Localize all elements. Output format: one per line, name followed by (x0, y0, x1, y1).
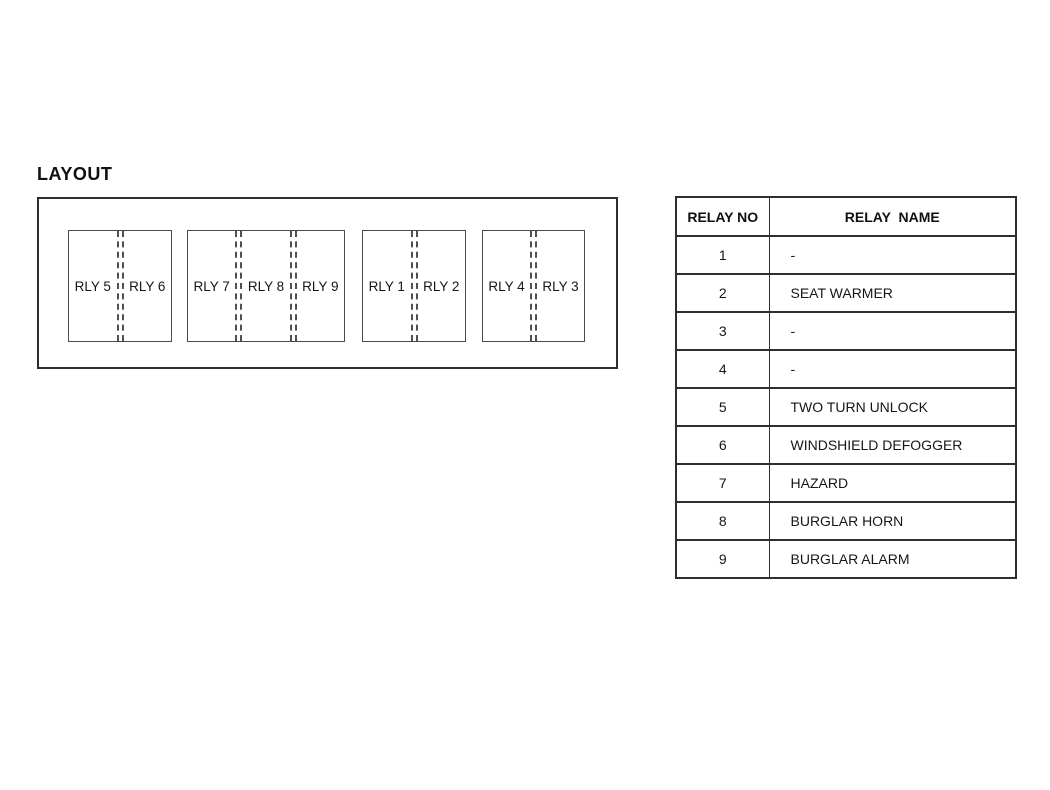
relay-layout-box: RLY 5 RLY 6 RLY 7 RLY 8 RLY 9 RLY 1 RLY … (37, 197, 618, 369)
relay-no-cell: 9 (675, 539, 770, 579)
relay-no-cell: 3 (675, 311, 770, 351)
dashed-divider (530, 231, 537, 341)
relay-block-rly7-rly8-rly9: RLY 7 RLY 8 RLY 9 (187, 230, 345, 342)
relay-cell-rly8: RLY 8 (247, 278, 285, 294)
table-row: 5 TWO TURN UNLOCK (675, 387, 1017, 427)
relay-no-cell: 2 (675, 273, 770, 313)
dashed-divider (289, 231, 297, 341)
relay-name-table: RELAY NO RELAY NAME 1 - 2 SEAT WARMER 3 … (675, 196, 1017, 579)
table-row: 8 BURGLAR HORN (675, 501, 1017, 541)
dashed-divider (410, 231, 418, 341)
table-row: 3 - (675, 311, 1017, 351)
relay-no-cell: 7 (675, 463, 770, 503)
relay-no-header: RELAY NO (675, 196, 770, 237)
relay-block-rly1-rly2: RLY 1 RLY 2 (362, 230, 466, 342)
table-row: 9 BURGLAR ALARM (675, 539, 1017, 579)
relay-cell-rly3: RLY 3 (542, 278, 579, 294)
relay-cell-rly4: RLY 4 (488, 278, 525, 294)
relay-no-cell: 4 (675, 349, 770, 389)
relay-cell-rly6: RLY 6 (129, 278, 166, 294)
relay-name-cell: BURGLAR ALARM (768, 539, 1017, 579)
dashed-divider (235, 231, 243, 341)
relay-no-cell: 1 (675, 235, 770, 275)
table-row: 4 - (675, 349, 1017, 389)
relay-name-cell: SEAT WARMER (768, 273, 1017, 313)
table-row: 2 SEAT WARMER (675, 273, 1017, 313)
relay-no-cell: 6 (675, 425, 770, 465)
relay-cell-rly5: RLY 5 (74, 278, 111, 294)
table-row: 1 - (675, 235, 1017, 275)
relay-name-cell: BURGLAR HORN (768, 501, 1017, 541)
table-row: 7 HAZARD (675, 463, 1017, 503)
relay-block-rly5-rly6: RLY 5 RLY 6 (68, 230, 172, 342)
relay-cell-rly9: RLY 9 (302, 278, 339, 294)
table-header-row: RELAY NO RELAY NAME (675, 196, 1017, 237)
relay-block-rly4-rly3: RLY 4 RLY 3 (482, 230, 585, 342)
relay-cell-rly2: RLY 2 (423, 278, 460, 294)
table-row: 6 WINDSHIELD DEFOGGER (675, 425, 1017, 465)
relay-name-cell: HAZARD (768, 463, 1017, 503)
relay-name-cell: - (768, 349, 1017, 389)
relay-cell-rly7: RLY 7 (193, 278, 230, 294)
relay-name-cell: TWO TURN UNLOCK (768, 387, 1017, 427)
dashed-divider (116, 231, 124, 341)
relay-no-cell: 8 (675, 501, 770, 541)
relay-name-cell: - (768, 235, 1017, 275)
relay-name-cell: - (768, 311, 1017, 351)
relay-cell-rly1: RLY 1 (368, 278, 405, 294)
relay-no-cell: 5 (675, 387, 770, 427)
relay-name-cell: WINDSHIELD DEFOGGER (768, 425, 1017, 465)
layout-section-title: LAYOUT (37, 164, 113, 184)
relay-name-header: RELAY NAME (768, 196, 1017, 237)
